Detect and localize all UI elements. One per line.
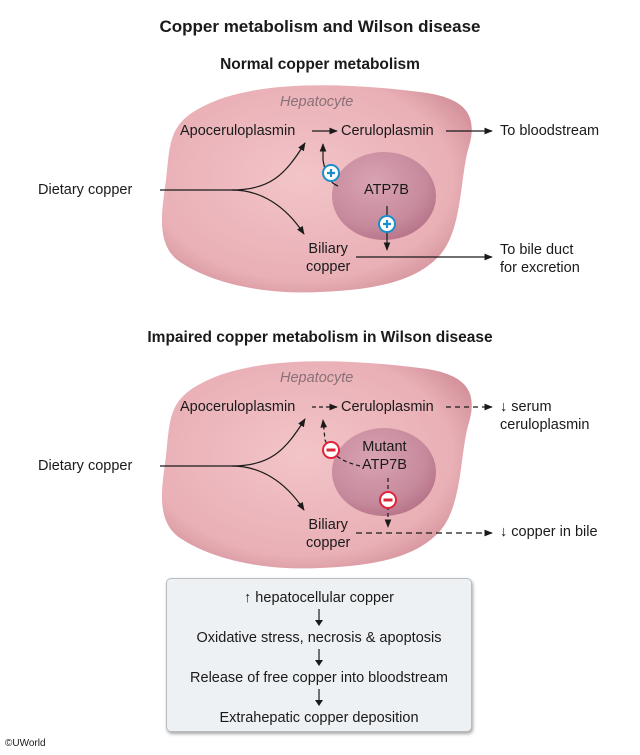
down-arrow-icon [315, 609, 323, 626]
dietary-to-apo-arrow [231, 142, 306, 191]
minus-circle-icon [379, 491, 397, 509]
wilson-out-bile: ↓ copper in bile [500, 524, 598, 540]
wilson-nucleus [332, 428, 436, 516]
dietary-to-apo-arrow [231, 418, 306, 467]
wilson-cell-body [161, 361, 472, 569]
normal-apoceruloplasmin: Apoceruloplasmin [180, 123, 296, 139]
wilson-ceruloplasmin: Ceruloplasmin [341, 399, 434, 415]
normal-atp7b: ATP7B [364, 182, 409, 198]
mutant-to-cerulo-dashed-arrow [320, 419, 361, 467]
cascade-step: Release of free copper into bloodstream [190, 670, 448, 686]
normal-cell-body [161, 85, 472, 293]
copyright: ©UWorld [5, 738, 46, 749]
normal-heading: Normal copper metabolism [220, 56, 420, 73]
normal-biliary-line2: copper [306, 259, 351, 275]
cascade-box: ↑ hepatocellular copper Oxidative stress… [166, 578, 472, 732]
wilson-apoceruloplasmin: Apoceruloplasmin [180, 399, 296, 415]
normal-dietary: Dietary copper [38, 182, 133, 198]
normal-hepatocyte [161, 85, 472, 293]
wilson-biliary: Biliary copper [306, 516, 350, 552]
dietary-to-biliary-arrow [231, 465, 305, 511]
cascade-step: ↑ hepatocellular copper [244, 590, 394, 606]
normal-cell-label: Hepatocyte [280, 94, 354, 110]
normal-ceruloplasmin: Ceruloplasmin [341, 123, 434, 139]
wilson-out-blood-line1: ↓ serum [500, 399, 552, 415]
wilson-mutant-atp7b: Mutant ATP7B [362, 438, 407, 474]
wilson-biliary-line2: copper [306, 535, 351, 551]
wilson-arrows [160, 403, 493, 537]
wilson-hepatocyte [161, 361, 472, 569]
wilson-atp7b-line2: ATP7B [362, 457, 407, 473]
dietary-to-biliary-arrow [231, 189, 305, 235]
plus-circle-icon [378, 215, 396, 233]
diagram-title: Copper metabolism and Wilson disease [159, 17, 481, 36]
normal-biliary-line1: Biliary [308, 241, 348, 257]
normal-nucleus [332, 152, 436, 240]
wilson-out-blood-line2: ceruloplasmin [500, 417, 590, 433]
plus-circle-icon [322, 164, 340, 182]
wilson-biliary-line1: Biliary [308, 517, 348, 533]
down-arrow-icon [315, 649, 323, 666]
normal-out-bile-line1: To bile duct [500, 242, 574, 258]
normal-out-bile-line2: for excretion [500, 260, 580, 276]
cascade-step: Extrahepatic copper deposition [219, 710, 419, 726]
wilson-out-blood: ↓ serum ceruloplasmin [500, 398, 589, 434]
down-arrow-icon [315, 689, 323, 706]
normal-out-bile: To bile duct for excretion [500, 241, 580, 277]
wilson-cell-label: Hepatocyte [280, 370, 354, 386]
normal-out-blood: To bloodstream [500, 123, 600, 139]
wilson-heading: Impaired copper metabolism in Wilson dis… [147, 329, 493, 346]
minus-circle-icon [322, 441, 340, 459]
wilson-atp7b-line1: Mutant [362, 439, 407, 455]
normal-biliary: Biliary copper [306, 240, 350, 276]
wilson-dietary: Dietary copper [38, 458, 133, 474]
cascade-step: Oxidative stress, necrosis & apoptosis [196, 630, 442, 646]
